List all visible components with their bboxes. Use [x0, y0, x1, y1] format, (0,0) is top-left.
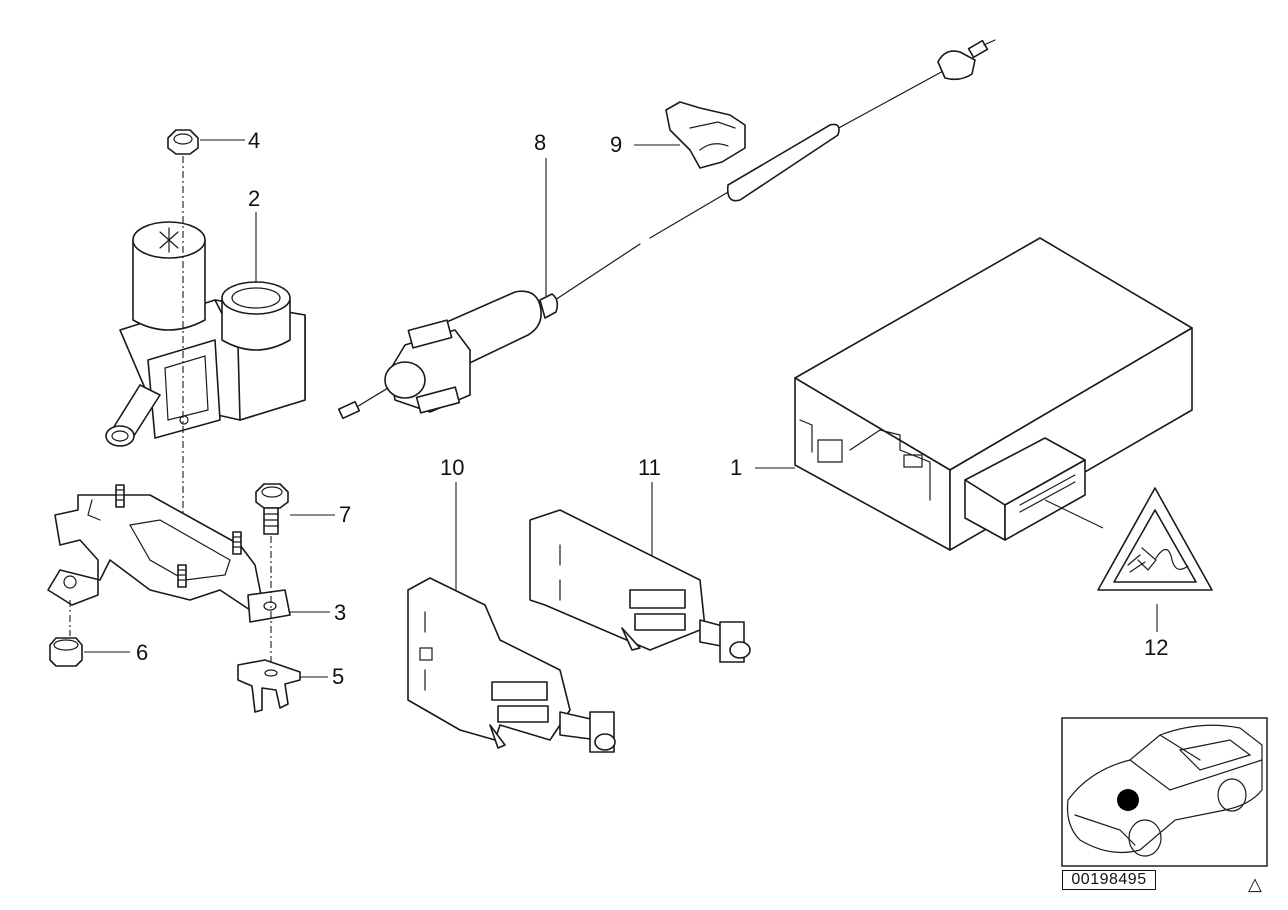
- callout-3: 3: [334, 600, 346, 625]
- callout-12: 12: [1144, 635, 1168, 660]
- part-9-cable-clip[interactable]: [665, 101, 746, 169]
- part-5-clip[interactable]: [237, 659, 301, 713]
- part-1-control-unit[interactable]: [794, 237, 1193, 551]
- callout-6: 6: [136, 640, 148, 665]
- callout-5: 5: [332, 664, 344, 689]
- part-2-valve-unit[interactable]: [105, 221, 306, 447]
- part-3-bracket[interactable]: [47, 484, 291, 623]
- callout-8: 8: [534, 130, 546, 155]
- part-10-switch[interactable]: [407, 577, 616, 753]
- callout-2: 2: [248, 186, 260, 211]
- callout-10: 10: [440, 455, 464, 480]
- part-6-flange-nut[interactable]: [49, 637, 83, 667]
- part-8-cable-actuator[interactable]: [337, 39, 996, 420]
- reference-number: 00198495: [1062, 870, 1156, 890]
- car-locator-icon: [1061, 717, 1268, 867]
- callout-4: 4: [248, 128, 260, 153]
- corner-triangle-icon: △: [1248, 874, 1262, 895]
- callout-9: 9: [610, 132, 622, 157]
- part-11-switch[interactable]: [529, 509, 751, 663]
- part-7-bolt[interactable]: [255, 483, 289, 535]
- callout-11: 11: [638, 455, 661, 480]
- callout-7: 7: [339, 502, 351, 527]
- warning-triangle-plug-icon: [1097, 487, 1213, 591]
- part-4-hex-nut[interactable]: [167, 129, 199, 155]
- callout-1: 1: [730, 455, 742, 480]
